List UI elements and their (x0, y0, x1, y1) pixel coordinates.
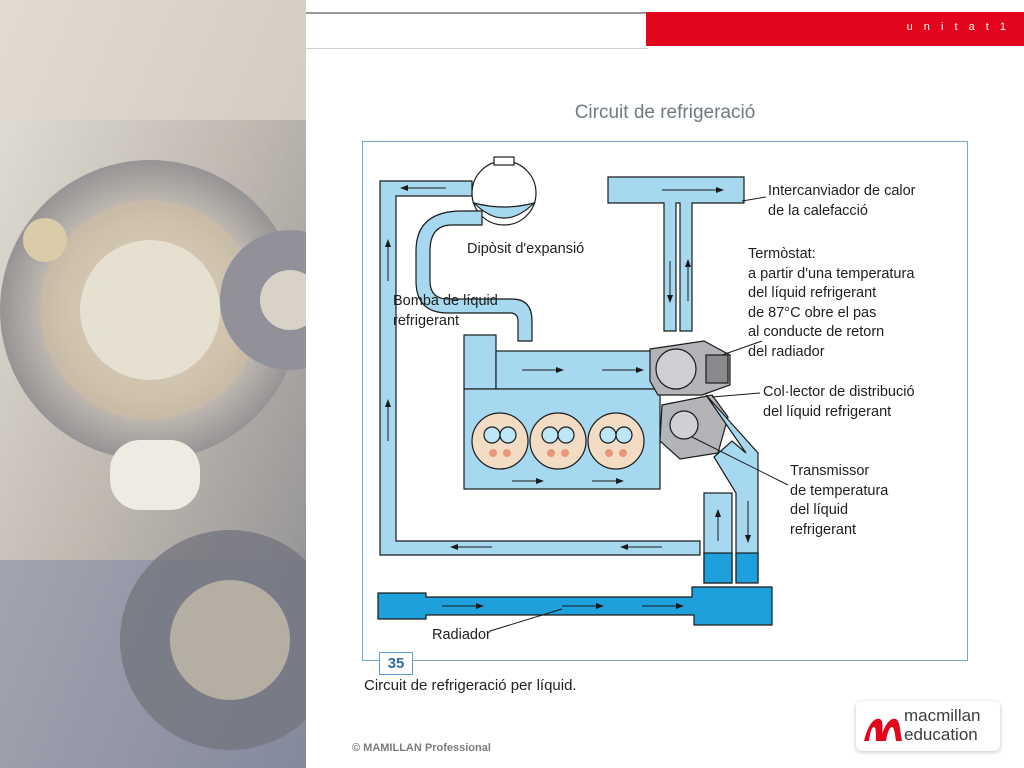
macmillan-education-logo: macmillan education (856, 701, 1000, 751)
label-heat-exchanger: Intercanviador de calor de la calefacció (768, 183, 916, 219)
return-pipe-left (379, 180, 701, 556)
slide-title: Circuit de refrigeració (574, 102, 756, 123)
figure-number: 35 (379, 652, 413, 675)
heat-exchanger (607, 176, 745, 332)
label-temperature-sender: Transmissor de temperatura del líquid re… (790, 463, 889, 538)
label-collector: Col·lector de distribució del líquid ref… (763, 384, 915, 420)
label-pump: Bomba de líquid refrigerant (393, 293, 498, 329)
cooling-circuit-diagram (377, 156, 789, 632)
label-expansion-tank: Dipòsit d'expansió (467, 241, 585, 257)
thermostat-housing (649, 340, 731, 460)
copyright-text: © MAMILLAN Professional (352, 742, 491, 754)
figure-caption: Circuit de refrigeració per líquid. (364, 677, 577, 694)
label-radiator: Radiador (432, 627, 491, 643)
radiator-feed-pipes (705, 394, 759, 582)
engine-photo (0, 0, 306, 768)
header-bar-unit: u n i t a t 1 (646, 12, 1024, 46)
macmillan-logo-icon (864, 718, 902, 741)
logo-text: macmillan education (904, 706, 981, 744)
tank-outlet-pipe (415, 210, 533, 342)
expansion-tank-liquid (471, 201, 537, 219)
figure-frame (362, 141, 968, 661)
header-bar-left (306, 12, 648, 49)
engine-cylinders (471, 412, 645, 470)
unit-label: u n i t a t 1 (906, 21, 1010, 33)
label-thermostat: Termòstat: a partir d'una temperatura de… (748, 246, 915, 360)
coolant-pump (463, 334, 497, 390)
